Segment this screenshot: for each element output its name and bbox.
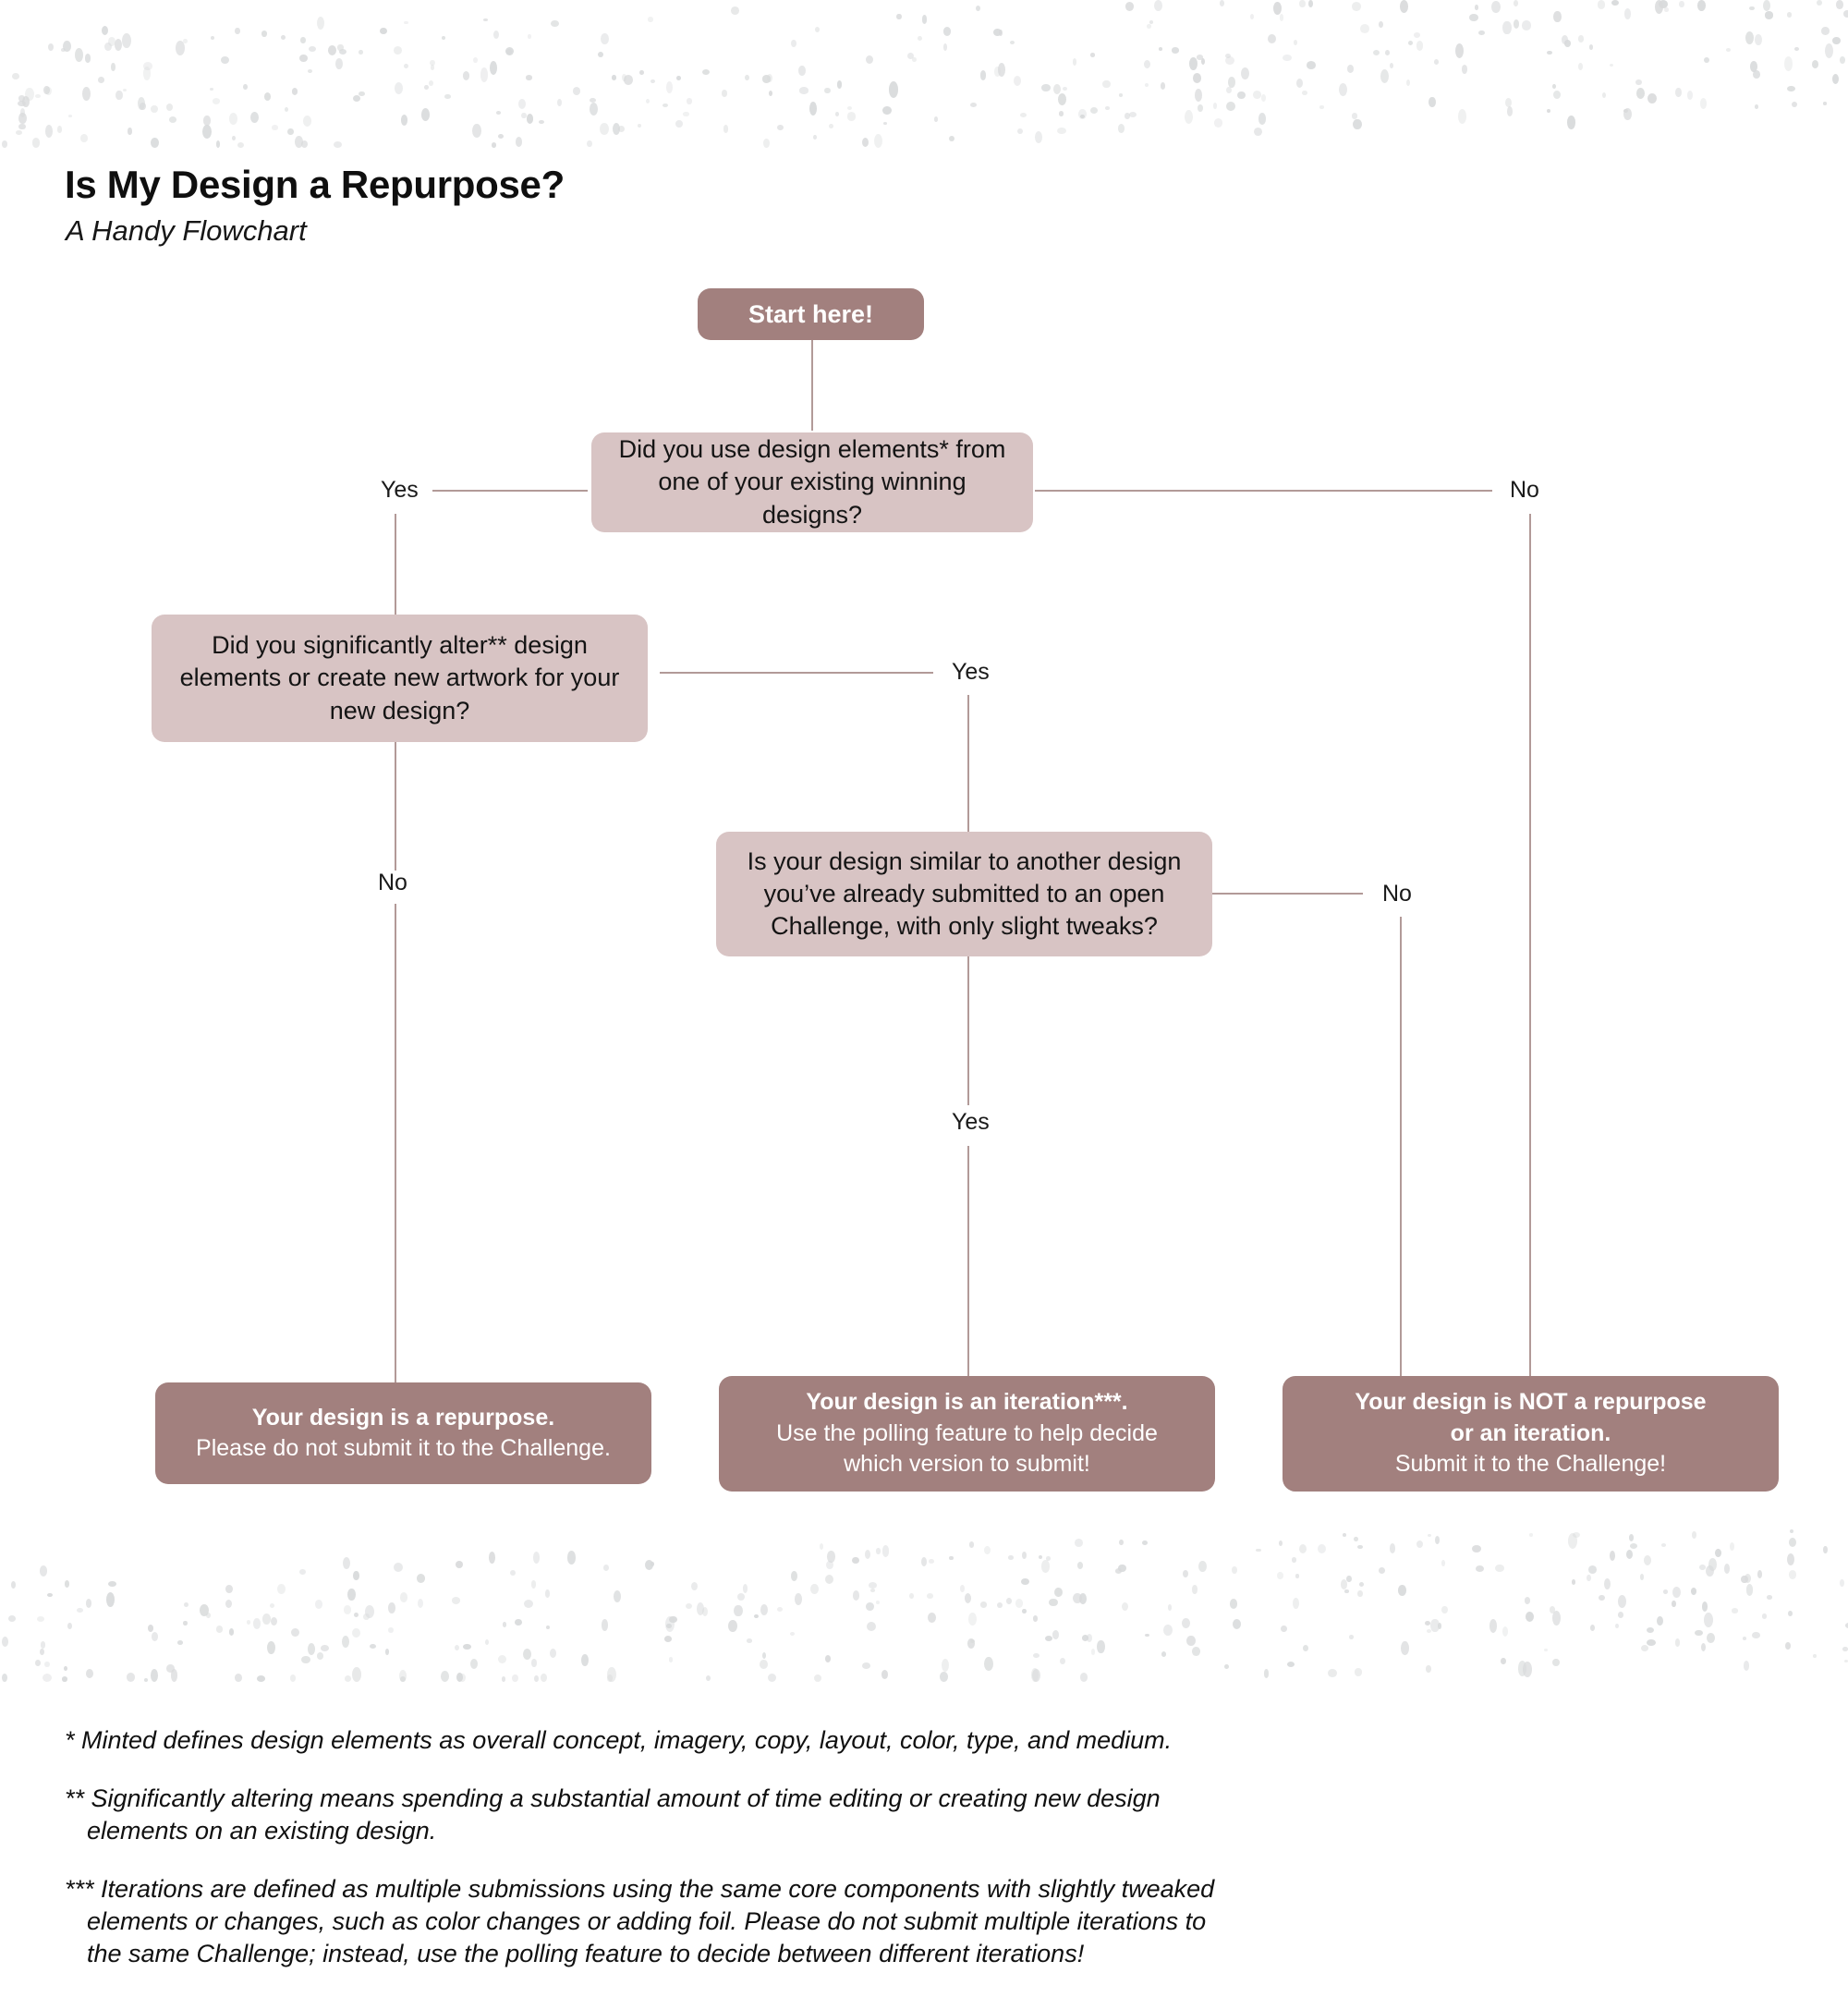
edge-label-q3-no: No [1382,881,1412,907]
edge-label-q2-yes: Yes [952,659,990,685]
node-outcome-repurpose-text: Your design is a repurpose. Please do no… [172,1403,635,1465]
node-q2-line1: Did you significantly alter** design [212,631,588,660]
node-outcome-repurpose[interactable]: Your design is a repurpose. Please do no… [155,1382,651,1484]
node-question-q1[interactable]: Did you use design elements* from one of… [591,432,1033,532]
outcome3-bold-2: or an iteration. [1450,1419,1611,1446]
node-outcome-iteration-text: Your design is an iteration***. Use the … [736,1387,1198,1480]
footnote-1-line1: * Minted defines design elements as over… [65,1726,1173,1754]
page-title: Is My Design a Repurpose? [65,163,565,206]
node-q1-text: Did you use design elements* from one of… [608,433,1016,530]
node-outcome-iteration[interactable]: Your design is an iteration***. Use the … [719,1376,1215,1492]
node-start-label: Start here! [748,299,874,328]
footnote-2-line1: ** Significantly altering means spending… [65,1784,1161,1813]
connector-q3-yes-vertical-upper [967,956,969,1105]
node-q2-text: Did you significantly alter** design ele… [168,629,631,726]
node-q2-line2: elements or create new artwork for your [179,664,620,692]
node-q2-line3: new design? [329,696,470,725]
footnote-1: * Minted defines design elements as over… [65,1724,1654,1757]
node-outcome-not-repurpose-text: Your design is NOT a repurpose or an ite… [1299,1387,1762,1480]
node-outcome-not-repurpose[interactable]: Your design is NOT a repurpose or an ite… [1283,1376,1779,1492]
connector-q2-yes-horizontal [660,672,933,674]
node-q3-line3: Challenge, with only slight tweaks? [771,912,1158,941]
connector-q2-no-vertical-lower [395,904,396,1382]
node-question-q2[interactable]: Did you significantly alter** design ele… [152,615,648,742]
connector-q1-yes-horizontal [432,490,588,492]
connector-q3-no-horizontal [1210,893,1363,895]
footnote-3-line3: the same Challenge; instead, use the pol… [87,1940,1085,1968]
node-q3-line1: Is your design similar to another design [747,846,1182,875]
footnotes: * Minted defines design elements as over… [65,1724,1654,1997]
connector-q1-no-horizontal [1035,490,1492,492]
outcome1-bold-1: Your design is a repurpose. [251,1404,555,1431]
outcome2-normal-2: which version to submit! [844,1451,1090,1478]
footnote-3-line2: elements or changes, such as color chang… [87,1907,1207,1936]
connector-start-to-q1 [811,338,813,431]
connector-q2-yes-vertical [967,695,969,834]
outcome1-normal-1: Please do not submit it to the Challenge… [196,1435,611,1461]
edge-label-q3-yes: Yes [952,1109,990,1135]
connector-q1-no-vertical [1529,514,1531,1382]
node-q3-text: Is your design similar to another design… [733,846,1196,943]
footnote-3: *** Iterations are defined as multiple s… [65,1873,1654,1970]
connector-q3-yes-vertical-lower [967,1146,969,1382]
outcome2-normal-1: Use the polling feature to help decide [776,1419,1158,1446]
node-q3-line2: you’ve already submitted to an open [763,879,1165,907]
node-q1-line2: one of your existing winning designs? [658,468,967,529]
decorative-dot-band-top [0,0,1848,148]
decorative-dot-band-bottom [0,1529,1848,1682]
connector-q3-no-vertical [1400,917,1402,1382]
page-subtitle: A Handy Flowchart [66,214,307,247]
footnote-2-line2: elements on an existing design. [87,1817,437,1845]
connector-q1-yes-vertical [395,514,396,623]
node-question-q3[interactable]: Is your design similar to another design… [716,832,1212,956]
outcome3-normal-1: Submit it to the Challenge! [1394,1451,1667,1478]
edge-label-q1-no: No [1510,477,1539,503]
footnote-3-line1: *** Iterations are defined as multiple s… [65,1875,1215,1904]
node-q1-line1: Did you use design elements* from [618,435,1006,464]
edge-label-q2-no: No [378,870,407,895]
outcome3-bold-1: Your design is NOT a repurpose [1355,1389,1707,1416]
footnote-2: ** Significantly altering means spending… [65,1783,1654,1847]
connector-q2-no-vertical-upper [395,741,396,871]
edge-label-q1-yes: Yes [381,477,419,503]
node-start[interactable]: Start here! [698,288,924,340]
outcome2-bold-1: Your design is an iteration***. [806,1389,1128,1416]
